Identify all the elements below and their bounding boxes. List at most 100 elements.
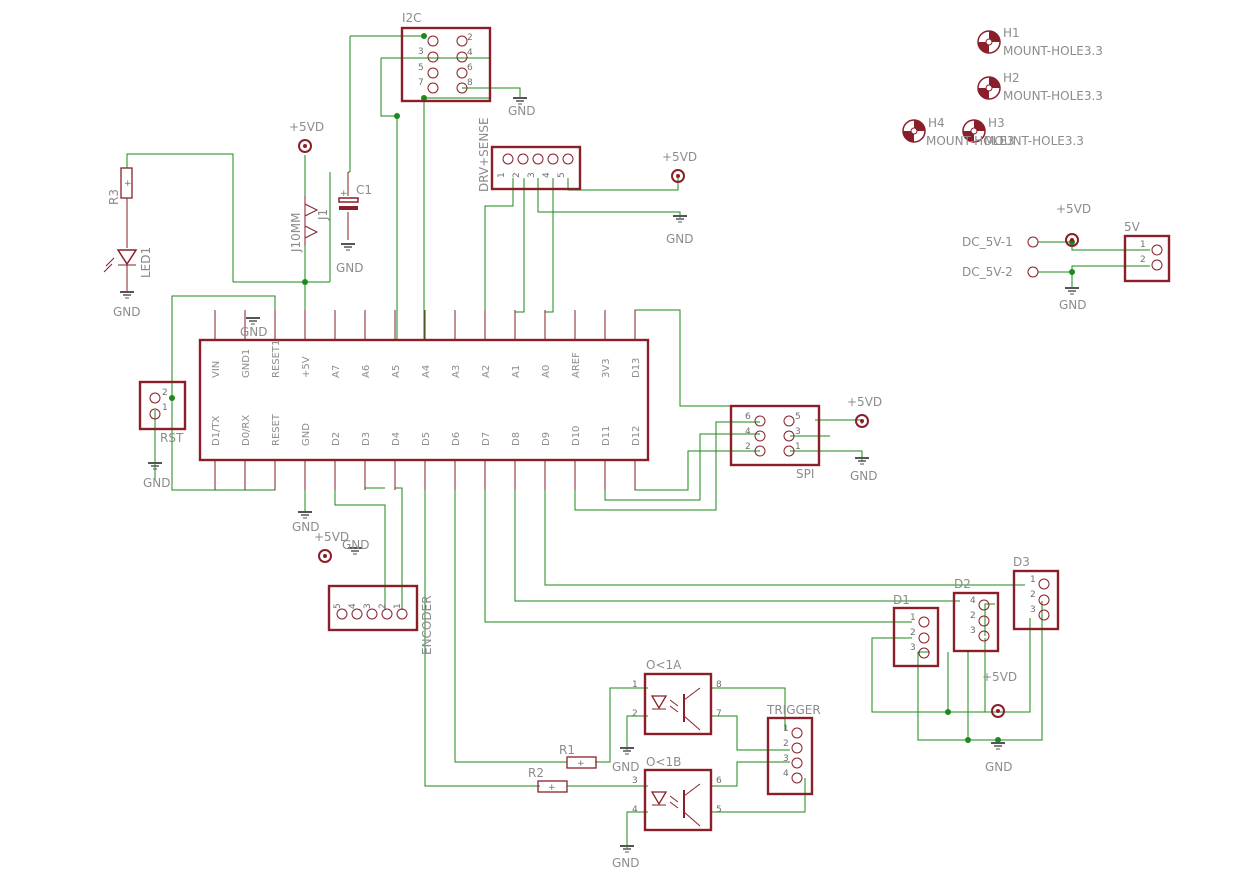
arduino-top-pin-label: A2 [481,365,492,378]
gnd-label: GND [985,760,1013,774]
c1-label: C1 [356,183,372,197]
arduino-bottom-pin-label: D0/RX [241,415,252,446]
ok1b-pin-6: 6 [716,776,722,786]
h1-label: H1 [1003,26,1020,40]
pin-4: 4 [467,48,473,58]
d1-pin-3: 3 [910,643,916,653]
arduino-top-pin-label: A7 [331,365,342,378]
drv-pin-5: 5 [557,172,567,178]
vcc-icon [318,549,332,563]
spi-pin-3: 3 [795,427,801,437]
d1-pin-1: 1 [910,613,916,623]
arduino-bottom-pin-label: D1/TX [211,415,222,446]
ok1a-pin-7: 7 [716,709,722,719]
trig-pin-4: 4 [783,769,789,779]
vcc-icon [991,704,1005,718]
d3-label: D3 [1013,555,1030,569]
arduino-bottom-pin-label: D5 [421,432,432,446]
h2-label: H2 [1003,71,1020,85]
trig-pin-2: 2 [783,739,789,749]
arduino-top-pin-label: +5V [301,356,312,378]
resistor-r2: + R2 [528,766,568,793]
gnd-label: GND [336,261,364,275]
i2c-label: I2C [402,11,422,25]
resistor-r1: + R1 [559,743,597,769]
h4-value: MOUNT-HOLE3 [926,134,1015,148]
d1-label: D1 [893,593,910,607]
svg-text:+: + [340,189,348,199]
svg-text:+: + [124,179,132,189]
arduino-top-pin-label: A5 [391,365,402,378]
gnd-label: GND [612,856,640,870]
jumper-j1: J1 J10MM [289,196,330,253]
arduino-bottom-pin-label: D4 [391,432,402,446]
junctions [169,33,1075,743]
arduino-bottom-pin-label: D12 [631,426,642,446]
5v-label: 5V [1124,220,1141,234]
trig-pin-1: 1 [783,724,789,734]
arduino-top-pin-label: VIN [211,361,222,378]
dc1-label: DC_5V-1 [962,235,1013,249]
enc-pin-4: 4 [348,603,358,609]
5v-pin-2: 2 [1140,255,1146,265]
ok1a-pin-2: 2 [632,709,638,719]
pin-7: 7 [418,78,424,88]
vcc-icon [298,139,312,153]
header-d2: 4 2 3 D2 [952,577,1000,653]
arduino-top-pin-label: D13 [631,358,642,378]
arduino-bottom-pin-label: D8 [511,432,522,446]
vcc-icon [855,414,869,428]
h3-label: H3 [988,116,1005,130]
svg-text:+: + [548,783,556,793]
mount-holes: H1 MOUNT-HOLE3.3 H2 MOUNT-HOLE3.3 H3 MOU… [902,26,1103,148]
vcc-symbols: +5VD+5VD+5VD+5VD+5VD+5VD [289,120,1091,718]
spi-pin-6: 6 [745,412,751,422]
encoder-header: 5 4 3 2 1 ENCODER [327,584,434,655]
arduino-top-pin-label: RESET1 [271,340,282,378]
spi-pin-1: 1 [795,442,801,452]
d2-pin-3: 3 [970,626,976,636]
d3-pin-3: 3 [1030,605,1036,615]
gnd-label: GND [666,232,694,246]
arduino-top-pin-label: A6 [361,365,372,378]
i2c-header: 3 5 7 2 4 6 8 I2C [400,11,492,103]
arduino-bottom-pin-label: D9 [541,432,552,446]
vcc-label: +5VD [1056,202,1091,216]
spi-pin-4: 4 [745,427,751,437]
arduino-bottom-pin-label: D6 [451,432,462,446]
rst-header: 2 1 RST [138,380,187,445]
gnd-label: GND [240,325,268,339]
arduino-bottom-pin-label: GND [301,423,312,446]
rst-pin-2: 2 [162,388,168,398]
drv-pin-1: 1 [497,172,507,178]
pin-8: 8 [467,78,473,88]
arduino-bottom-pin-label: RESET [271,413,282,446]
trigger-header: 1 2 3 4 TRIGGER [766,703,821,796]
j10mm-label: J10MM [289,212,303,253]
rst-pin-1: 1 [162,403,168,413]
h1-value: MOUNT-HOLE3.3 [1003,44,1103,58]
ok1a-pin-1: 1 [632,680,638,690]
trigger-label: TRIGGER [766,703,821,717]
svg-text:+: + [577,759,585,769]
d3-pin-2: 2 [1030,590,1036,600]
rst-label: RST [160,431,184,445]
gnd-label: GND [342,538,370,552]
arduino-bottom-pin-label: D3 [361,432,372,446]
arduino-top-pin-label: GND1 [241,349,252,378]
gnd-label: GND [612,760,640,774]
vcc-label: +5VD [314,530,349,544]
d3-pin-1: 1 [1030,575,1036,585]
vcc-label: +5VD [982,670,1017,684]
enc-pin-2: 2 [378,603,388,609]
arduino-top-pin-label: 3V3 [601,358,612,378]
gnd-label: GND [292,520,320,534]
r2-label: R2 [528,766,544,780]
connector-5v: 1 2 5V DC_5V-1 DC_5V-2 [962,220,1171,283]
ok1b-label: O<1B [646,755,681,769]
drv-pin-3: 3 [527,172,537,178]
header-d3: 1 2 3 D3 [1012,555,1060,631]
ok1b-pin-3: 3 [632,776,638,786]
